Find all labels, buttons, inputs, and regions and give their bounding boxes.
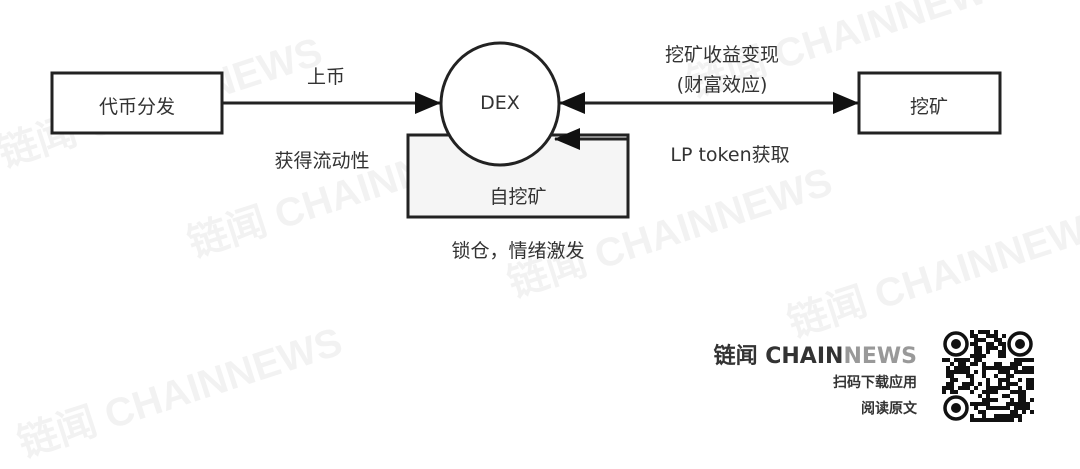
- edge-listing-label: 上币: [306, 66, 346, 88]
- node-token-distribution: 代币分发: [98, 96, 176, 118]
- watermark: 链闻 CHAINNEWS: [12, 319, 348, 466]
- node-dex: DEX: [480, 92, 520, 114]
- node-self-mining: 自挖矿: [489, 186, 547, 208]
- edge-wealth-effect-label: (财富效应): [676, 74, 768, 96]
- flow-diagram: [50, 41, 1002, 219]
- edge-mining-profit-label: 挖矿收益变现: [664, 44, 780, 66]
- token-distribution-box: [50, 71, 224, 135]
- edge-liquidity-label: 获得流动性: [274, 150, 370, 172]
- mining-box: [857, 71, 1002, 135]
- scan-download-text: 扫码下载应用: [833, 375, 917, 391]
- chainnews-logo: 链闻 CHAINNEWS: [713, 344, 917, 369]
- read-original-text: 阅读原文: [861, 401, 917, 417]
- edge-lp-token-label: LP token获取: [670, 144, 790, 166]
- edge-lock-label: 锁仓，情绪激发: [451, 240, 585, 262]
- qr-code[interactable]: [942, 330, 1034, 422]
- node-mining: 挖矿: [909, 96, 949, 118]
